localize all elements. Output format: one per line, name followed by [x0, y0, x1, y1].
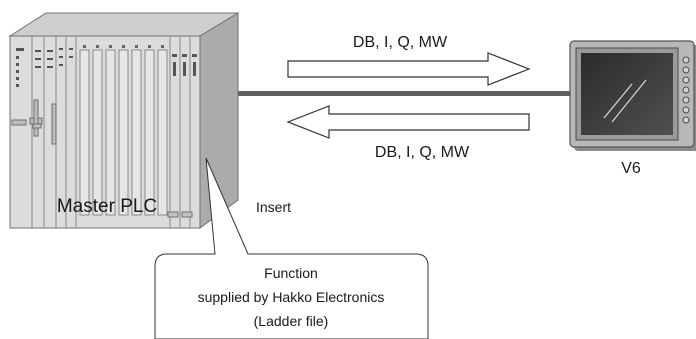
plc-label: Master PLC	[57, 196, 157, 217]
callout-bubble	[154, 157, 429, 339]
callout-line-2: supplied by Hakko Electronics	[198, 289, 385, 305]
callout-line-3: (Ladder file)	[254, 313, 329, 329]
plc-io-cards	[79, 49, 168, 216]
hmi-label: V6	[621, 160, 641, 177]
plc-top-face	[8, 12, 240, 37]
plc-right-modules	[169, 36, 191, 228]
hmi-screen	[581, 53, 673, 135]
plc-leds	[16, 48, 73, 87]
plc-bottom-clips	[167, 211, 193, 218]
plc-io-card-dots	[83, 45, 164, 48]
hmi-side-buttons	[682, 56, 690, 124]
hmi-screen-reflection	[603, 79, 647, 123]
plc-right-terminals	[172, 54, 197, 76]
master-plc	[8, 12, 240, 229]
plc-connectors	[11, 99, 57, 145]
callout-line-1: Function	[264, 265, 318, 281]
insert-label: Insert	[256, 199, 291, 215]
arrow-top-label: DB, I, Q, MW	[353, 34, 448, 51]
communication-cable	[238, 91, 572, 96]
plc-front-face	[9, 35, 201, 229]
v6-hmi	[569, 40, 696, 151]
arrow-right-to-v6	[287, 52, 531, 86]
arrow-left-to-plc	[286, 105, 530, 139]
arrow-bottom-label: DB, I, Q, MW	[375, 144, 470, 161]
plc-left-modules	[31, 36, 77, 228]
